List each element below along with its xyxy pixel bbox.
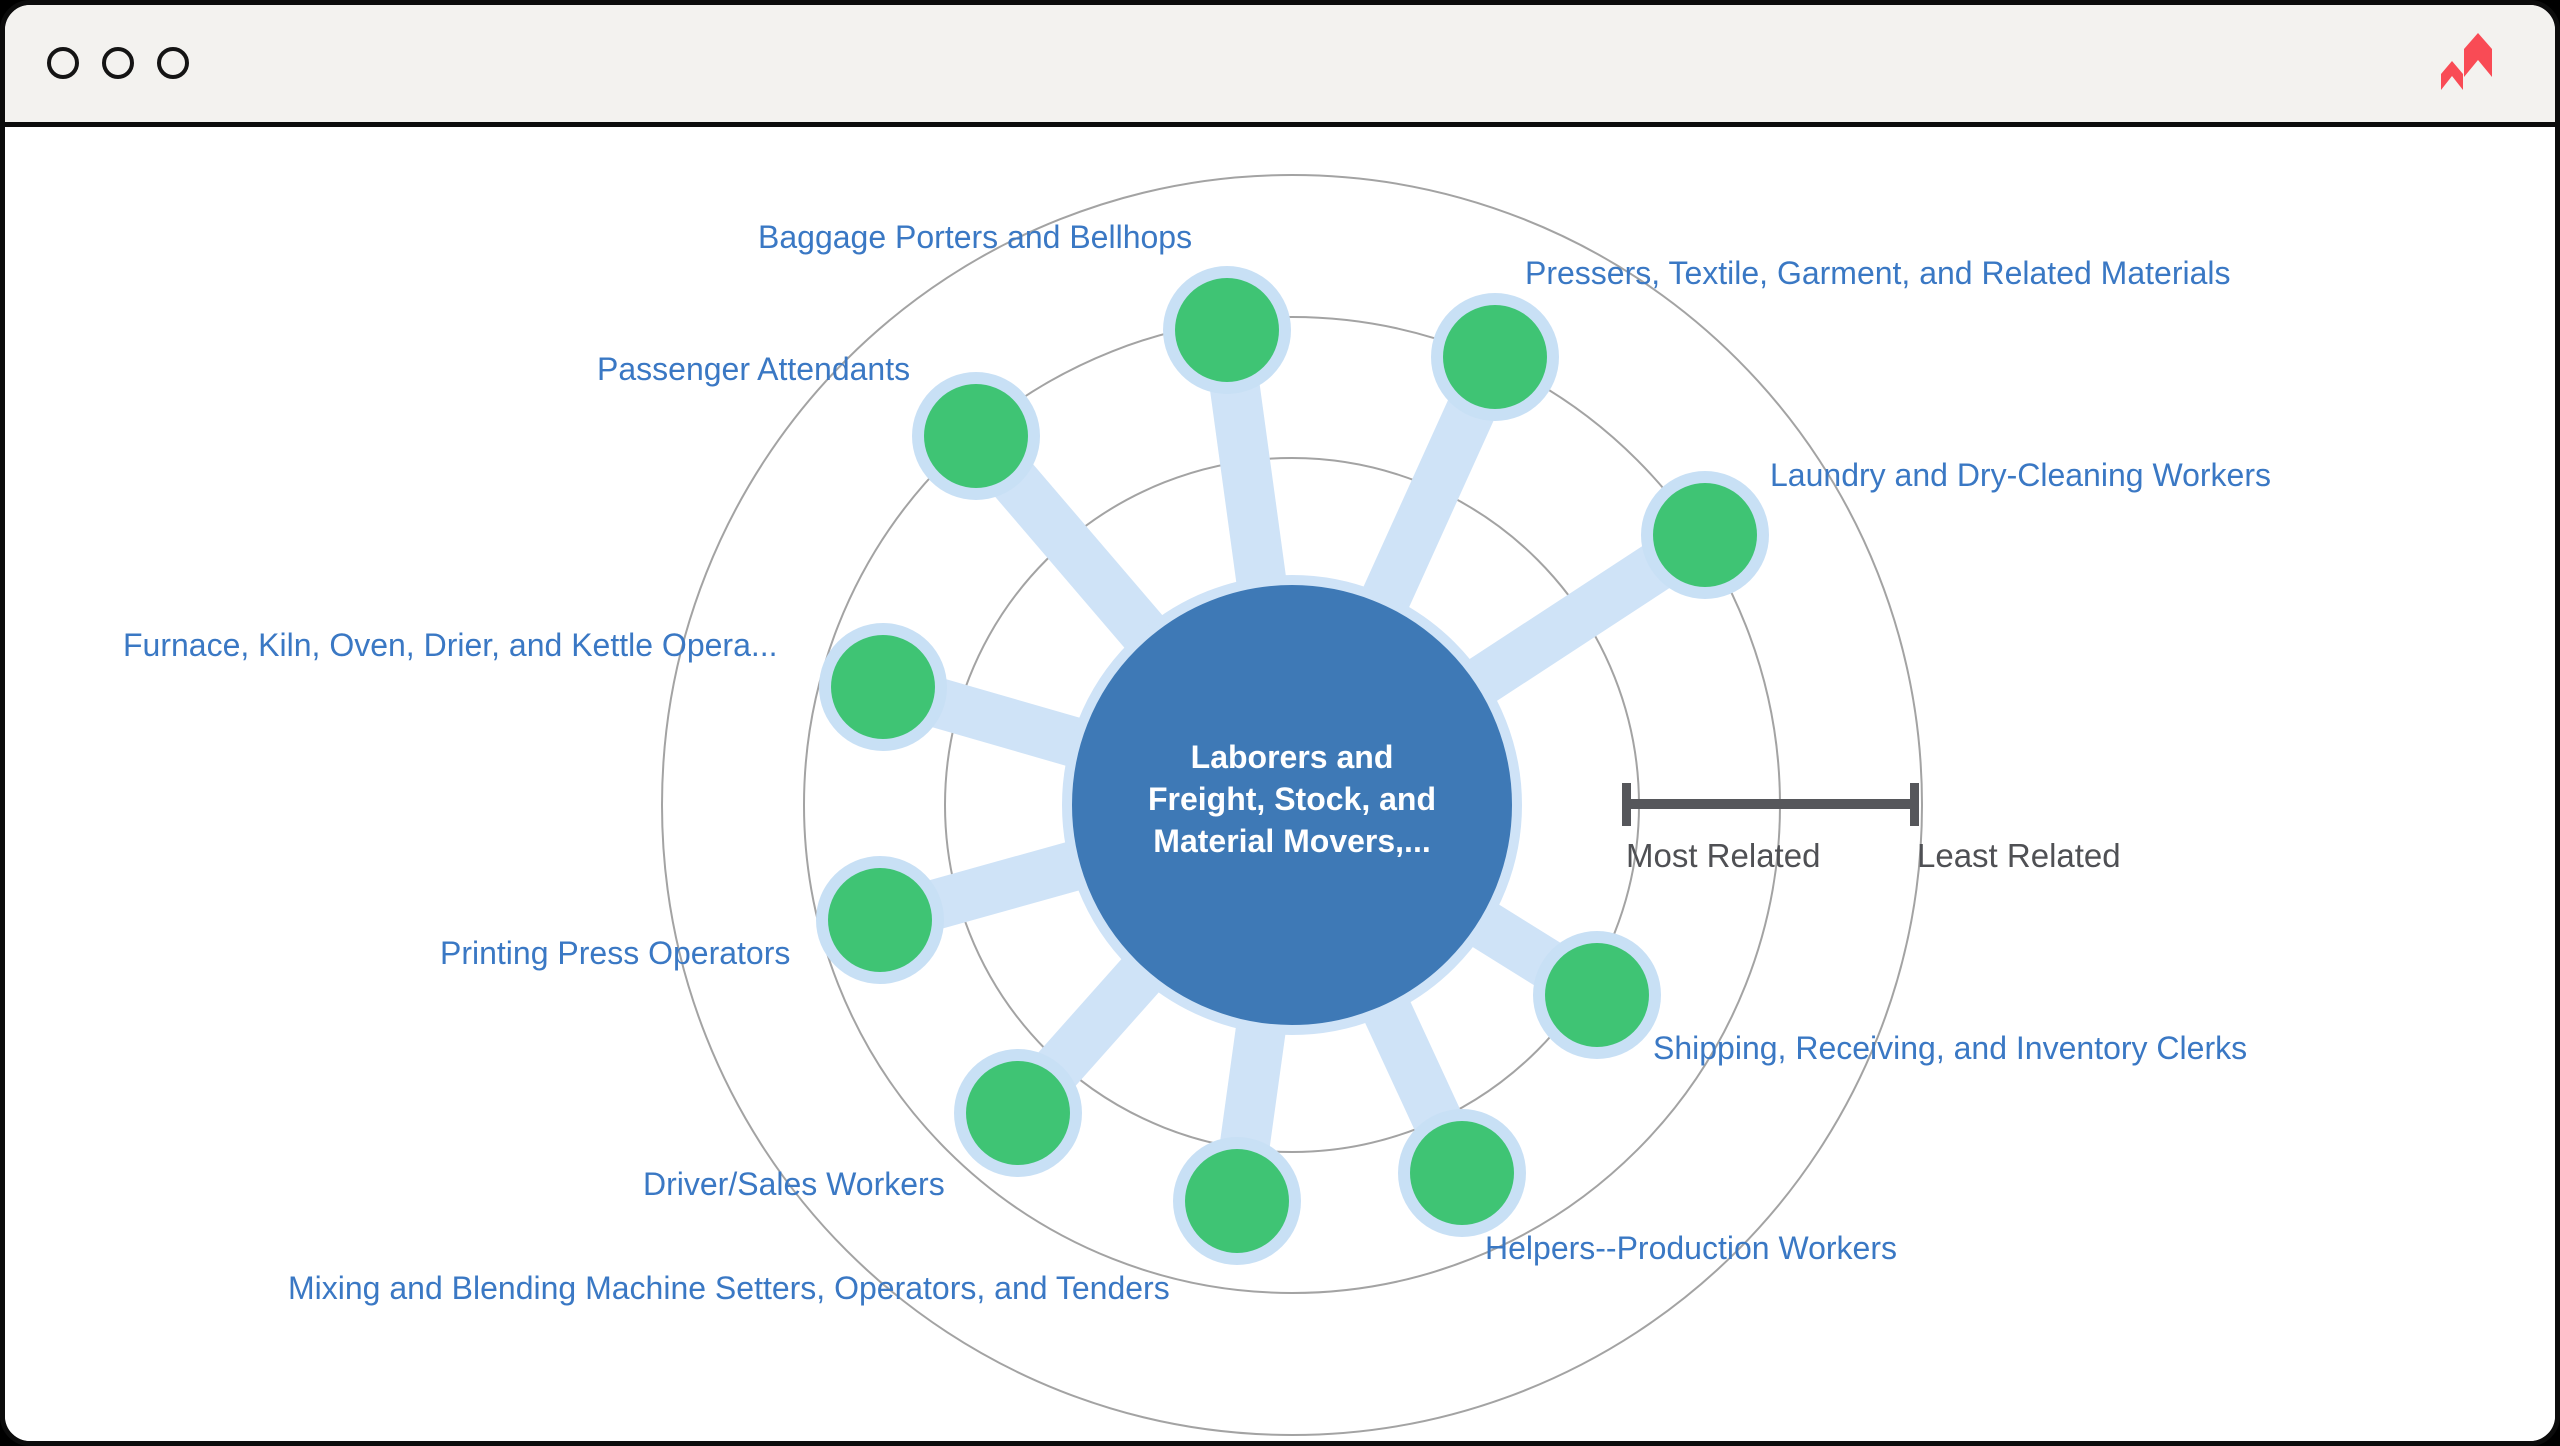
- label-pressers-textile: Pressers, Textile, Garment, and Related …: [1525, 255, 2231, 291]
- label-passenger-attendants: Passenger Attendants: [597, 351, 911, 387]
- node-passenger-attendants[interactable]: [912, 372, 1040, 500]
- node-center-laborers[interactable]: [1062, 575, 1522, 1035]
- scale-left-tick: [1622, 783, 1631, 826]
- node-circle[interactable]: [1545, 943, 1649, 1047]
- relationship-diagram: [661, 174, 1923, 1436]
- center-label-line3: Material Movers,...: [1153, 823, 1431, 859]
- scale-right-tick: [1910, 783, 1919, 826]
- node-mixing-blending[interactable]: [1173, 1137, 1301, 1265]
- scale-most-related-label: Most Related: [1626, 837, 1821, 874]
- label-shipping-receiving: Shipping, Receiving, and Inventory Clerk…: [1653, 1030, 2248, 1066]
- label-mixing-blending: Mixing and Blending Machine Setters, Ope…: [288, 1270, 1170, 1306]
- node-circle[interactable]: [1653, 483, 1757, 587]
- label-helpers-production: Helpers--Production Workers: [1485, 1230, 1897, 1266]
- node-circle[interactable]: [1185, 1149, 1289, 1253]
- node-circle[interactable]: [1410, 1121, 1514, 1225]
- node-circle[interactable]: [1443, 305, 1547, 409]
- label-furnace-kiln: Furnace, Kiln, Oven, Drier, and Kettle O…: [123, 627, 778, 663]
- node-helpers-production[interactable]: [1398, 1109, 1526, 1237]
- node-pressers-textile[interactable]: [1431, 293, 1559, 421]
- node-driver-sales[interactable]: [954, 1049, 1082, 1177]
- window-control-icon-1[interactable]: [47, 47, 79, 79]
- node-laundry-dry-cleaning[interactable]: [1641, 471, 1769, 599]
- label-laundry-dry-cleaning: Laundry and Dry-Cleaning Workers: [1770, 457, 2271, 493]
- center-label-line2: Freight, Stock, and: [1147, 781, 1437, 817]
- label-driver-sales: Driver/Sales Workers: [643, 1166, 945, 1202]
- node-baggage-porters[interactable]: [1163, 266, 1291, 394]
- node-circle[interactable]: [831, 635, 935, 739]
- titlebar: [5, 5, 2555, 127]
- relatedness-scale: [1622, 783, 1919, 826]
- window-control-icon-2[interactable]: [102, 47, 134, 79]
- center-label-line1: Laborers and: [1190, 739, 1394, 775]
- label-baggage-porters: Baggage Porters and Bellhops: [758, 219, 1193, 255]
- lightcast-logo-icon: [2441, 33, 2492, 90]
- center-node-label: Laborers and Freight, Stock, and Materia…: [1082, 736, 1502, 862]
- label-printing-press: Printing Press Operators: [440, 935, 791, 971]
- outer-ring: [661, 174, 1923, 1436]
- node-circle[interactable]: [966, 1061, 1070, 1165]
- node-shipping-receiving[interactable]: [1533, 931, 1661, 1059]
- scale-least-related-label: Least Related: [1917, 837, 2121, 874]
- node-circle[interactable]: [924, 384, 1028, 488]
- diagram-area: Laborers and Freight, Stock, and Materia…: [5, 127, 2555, 1441]
- occupation-nodes: [816, 266, 1769, 1265]
- node-furnace-kiln[interactable]: [819, 623, 947, 751]
- node-circle[interactable]: [1175, 278, 1279, 382]
- window-control-icon-3[interactable]: [157, 47, 189, 79]
- node-circle[interactable]: [828, 868, 932, 972]
- node-printing-press[interactable]: [816, 856, 944, 984]
